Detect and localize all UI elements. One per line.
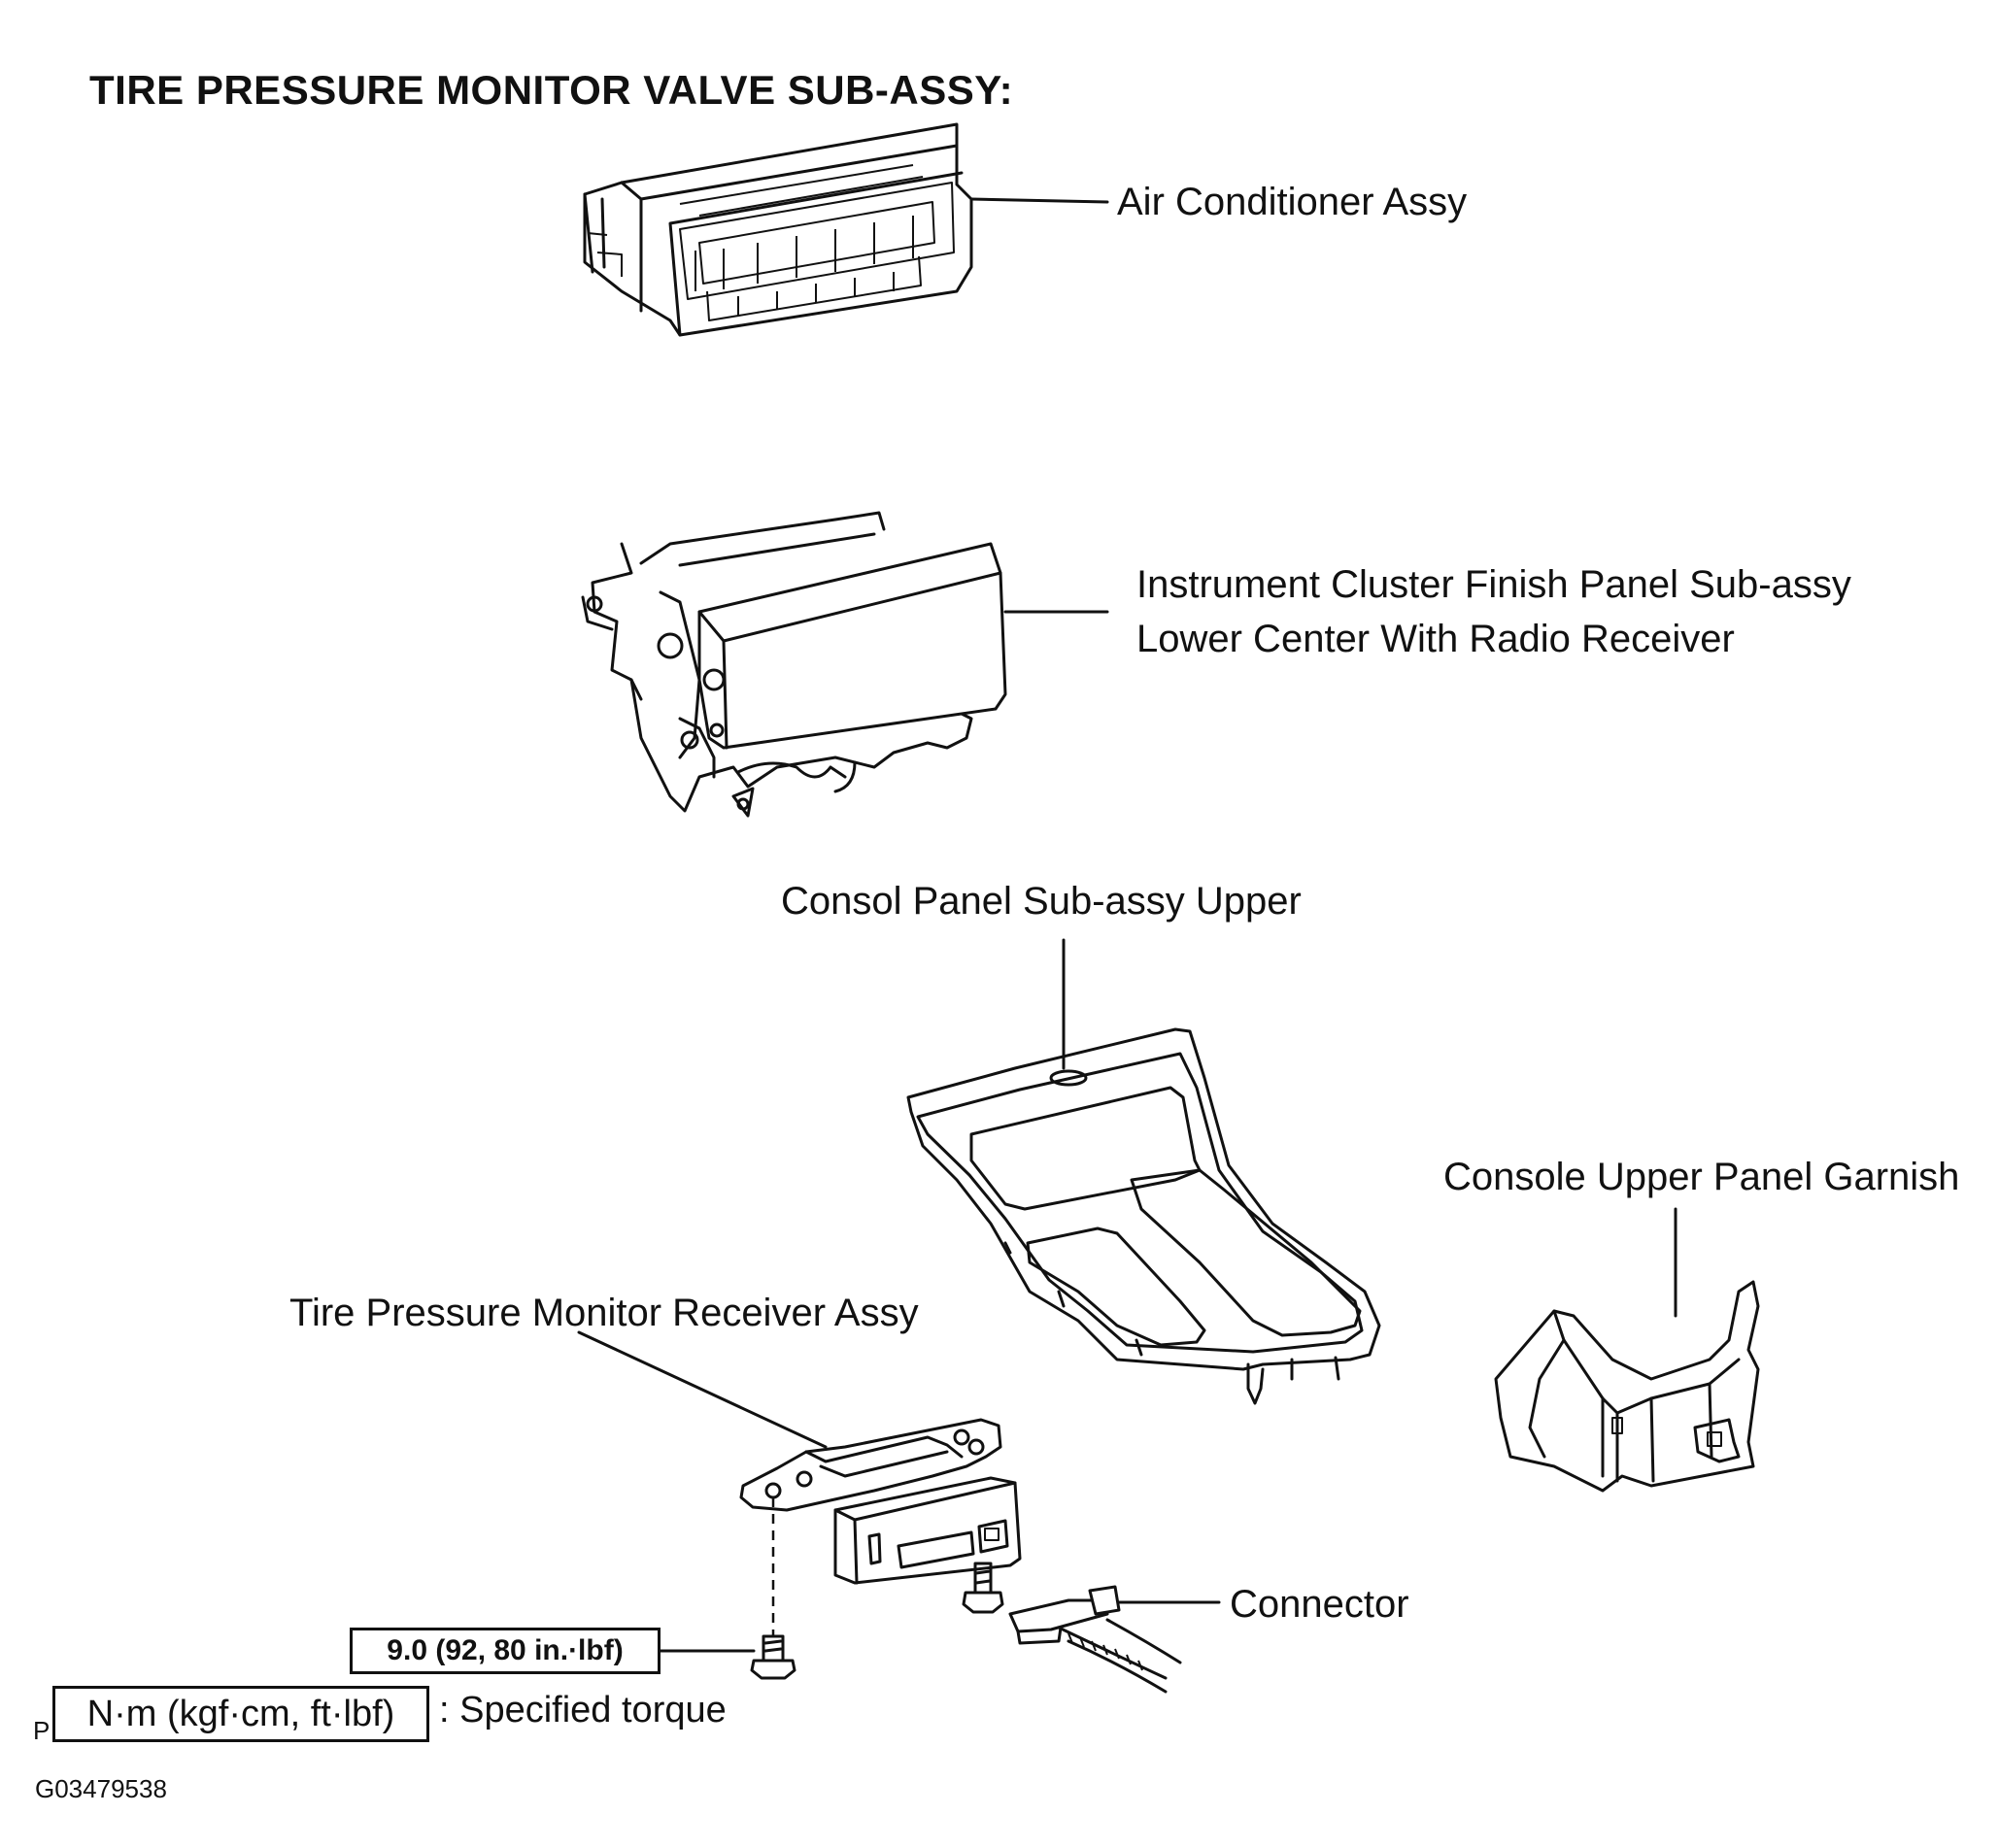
air-conditioner-drawing: [583, 122, 1109, 337]
torque-legend-box: N·m (kgf·cm, ft·lbf): [52, 1686, 429, 1742]
torque-value-box: 9.0 (92, 80 in.·lbf): [350, 1628, 661, 1674]
tpms-receiver-label: Tire Pressure Monitor Receiver Assy: [289, 1292, 919, 1334]
figure-id: G03479538: [35, 1774, 167, 1803]
cluster-panel-label-line1: Instrument Cluster Finish Panel Sub-assy: [1136, 563, 1851, 606]
legend-marker: P: [33, 1716, 51, 1745]
air-conditioner-label: Air Conditioner Assy: [1117, 181, 1468, 223]
consol-panel-drawing: [906, 938, 1381, 1405]
consol-panel-label: Consol Panel Sub-assy Upper: [781, 880, 1302, 923]
torque-legend-description: : Specified torque: [439, 1690, 727, 1730]
diagram-title: TIRE PRESSURE MONITOR VALVE SUB-ASSY:: [89, 67, 1014, 113]
console-garnish-drawing: [1494, 1207, 1760, 1493]
instrument-cluster-panel-drawing: [581, 511, 1109, 818]
cluster-panel-label-line2: Lower Center With Radio Receiver: [1136, 618, 1735, 660]
tpms-receiver-drawing: [577, 1330, 1022, 1680]
connector-drawing: [1008, 1585, 1221, 1694]
connector-label: Connector: [1230, 1583, 1409, 1626]
console-garnish-label: Console Upper Panel Garnish: [1443, 1156, 1960, 1198]
